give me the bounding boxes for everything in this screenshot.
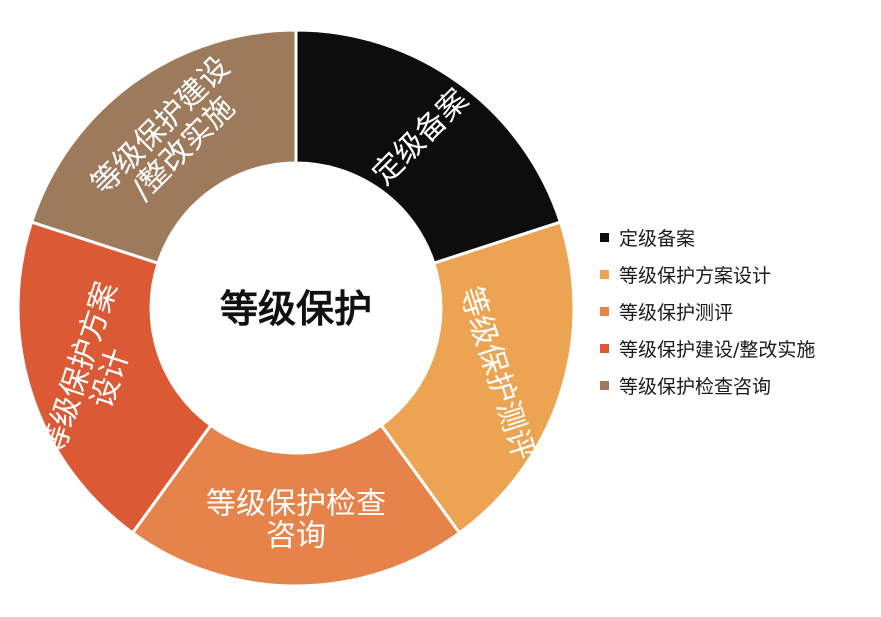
donut-segment <box>379 220 576 536</box>
center-label: 等级保护 <box>220 287 372 331</box>
legend-label: 等级保护建设/整改实施 <box>619 339 816 361</box>
legend-item: 等级保护建设/整改实施 <box>600 330 815 367</box>
legend-swatch <box>600 307 609 316</box>
legend-label: 等级保护检查咨询 <box>619 376 772 398</box>
legend-item: 等级保护检查咨询 <box>600 367 815 404</box>
legend-label: 定级备案 <box>619 228 696 250</box>
donut-segment <box>16 220 213 536</box>
legend-label: 等级保护测评 <box>619 302 734 324</box>
donut-segment <box>294 28 563 266</box>
legend-item: 等级保护测评 <box>600 293 815 330</box>
legend-swatch <box>600 233 609 242</box>
legend-swatch <box>600 381 609 390</box>
legend-item: 定级备案 <box>600 219 815 256</box>
legend-swatch <box>600 344 609 353</box>
legend-item: 等级保护方案设计 <box>600 256 815 293</box>
chart-legend: 定级备案等级保护方案设计等级保护测评等级保护建设/整改实施等级保护检查咨询 <box>600 219 815 404</box>
legend-swatch <box>600 270 609 279</box>
donut-segment <box>29 28 298 266</box>
segment-label: 等级保护检查咨询 <box>206 487 386 554</box>
donut-segment <box>130 423 462 588</box>
legend-label: 等级保护方案设计 <box>619 265 772 287</box>
